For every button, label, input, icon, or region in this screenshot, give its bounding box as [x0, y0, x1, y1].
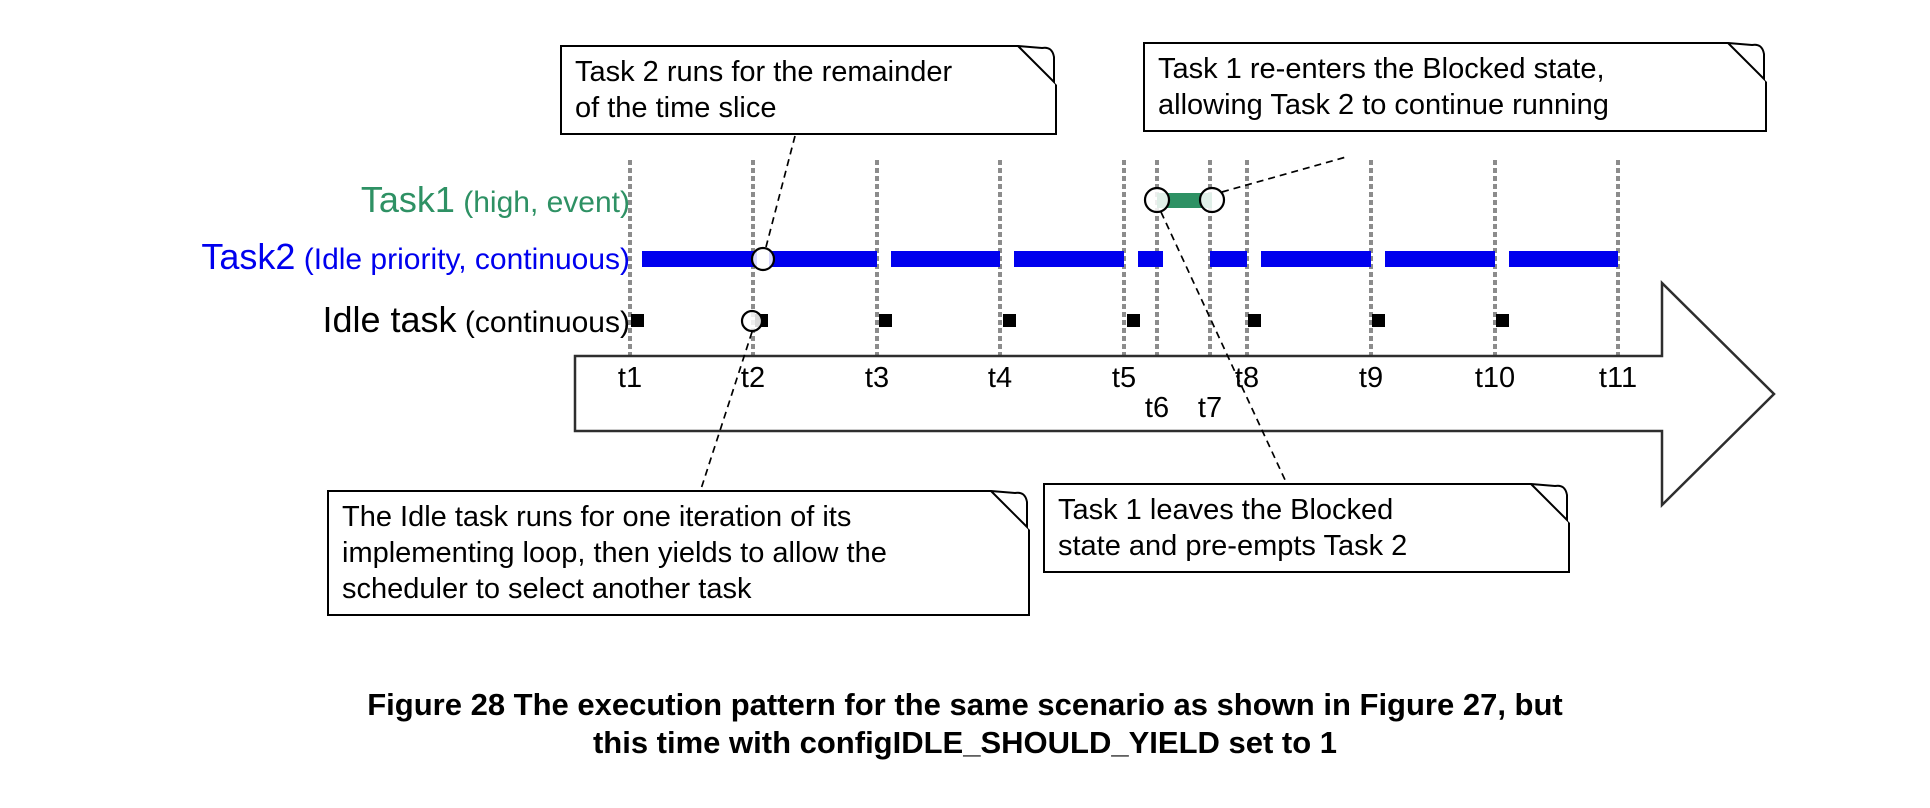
callout-task2-runs-remainder: Task 2 runs for the remainder of the tim…: [560, 45, 1057, 135]
callout-idle-task-yields: The Idle task runs for one iteration of …: [327, 490, 1030, 616]
task2-run-segment-3: [891, 251, 1000, 267]
task2-run-segment-8: [1385, 251, 1495, 267]
task1-run-segment: [1157, 193, 1212, 208]
task1-detail: (high, event): [454, 186, 630, 219]
figure-caption: Figure 28 The execution pattern for the …: [367, 687, 1563, 760]
tick-line-t10: [1493, 160, 1497, 356]
callout-idle-task-yields-text: The Idle task runs for one iteration of …: [342, 501, 887, 605]
tick-label-t1: t1: [617, 362, 643, 394]
tick-line-t9: [1369, 160, 1373, 356]
task2-run-segment-1: [642, 251, 757, 267]
tick-line-t5: [1122, 160, 1126, 356]
task2-name: Task2: [201, 236, 296, 277]
tick-line-t4: [998, 160, 1002, 356]
tick-label-t11: t11: [1598, 362, 1638, 394]
row-label-task1: Task1 (high, event): [361, 180, 630, 228]
folded-corner-icon: [1530, 483, 1570, 523]
folded-corner-icon: [1727, 42, 1767, 82]
tick-line-t1: [628, 160, 632, 356]
tick-label-t9: t9: [1358, 362, 1384, 394]
tick-label-t3: t3: [864, 362, 890, 394]
task2-run-segment-4: [1014, 251, 1124, 267]
callout-task2-runs-remainder-text: Task 2 runs for the remainder of the tim…: [575, 56, 953, 124]
tick-label-t5: t5: [1111, 362, 1137, 394]
callout-task1-reenters-blocked-text: Task 1 re-enters the Blocked state, allo…: [1158, 53, 1609, 121]
task2-run-segment-5: [1138, 251, 1163, 267]
idle-task-name: Idle task: [322, 299, 457, 340]
task2-run-segment-9: [1509, 251, 1618, 267]
callout-task1-reenters-blocked: Task 1 re-enters the Blocked state, allo…: [1143, 42, 1767, 132]
idle-task-detail: (continuous): [456, 306, 630, 339]
tick-label-t2: t2: [740, 362, 766, 394]
row-label-task2: Task2 (Idle priority, continuous): [201, 237, 630, 285]
tick-label-t8: t8: [1234, 362, 1260, 394]
row-label-idle-task: Idle task (continuous): [322, 300, 630, 348]
task2-run-segment-2: [769, 251, 877, 267]
tick-label-t4: t4: [987, 362, 1013, 394]
tick-label-t7: t7: [1197, 392, 1223, 424]
folded-corner-icon: [990, 490, 1030, 530]
callout-task1-preempts-text: Task 1 leaves the Blocked state and pre-…: [1058, 494, 1408, 562]
task2-run-segment-7: [1261, 251, 1371, 267]
task2-detail: (Idle priority, continuous): [295, 243, 630, 276]
task1-name: Task1: [360, 179, 455, 220]
tick-line-t11: [1616, 160, 1620, 356]
tick-label-t10: t10: [1474, 362, 1516, 394]
callout-task1-preempts: Task 1 leaves the Blocked state and pre-…: [1043, 483, 1570, 573]
folded-corner-icon: [1017, 45, 1057, 85]
tick-line-t3: [875, 160, 879, 356]
